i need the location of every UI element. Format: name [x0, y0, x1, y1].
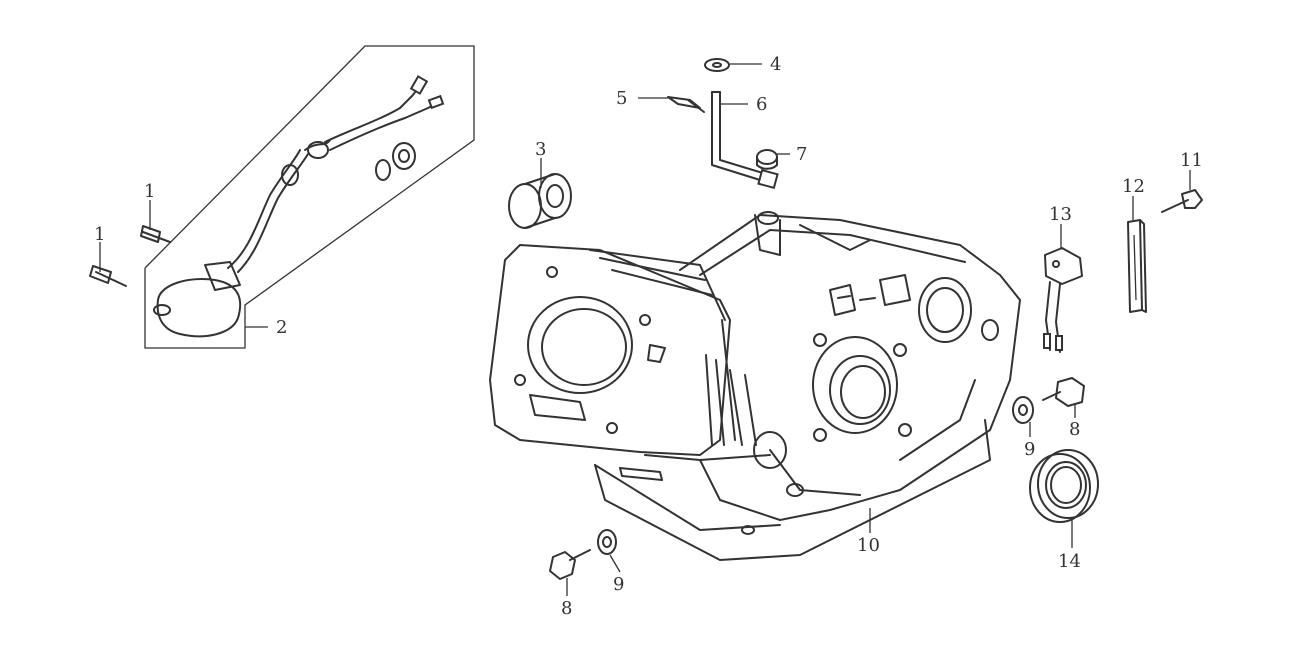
callout-10: 10: [857, 535, 880, 556]
callout-labels: 1 1 2 3 4 5 6 7 8 9 8 9 10 11 12 13 14: [94, 54, 1203, 619]
callout-1b: 1: [94, 224, 105, 245]
callout-14: 14: [1058, 551, 1081, 572]
tube-6: [711, 91, 779, 190]
nut-7: [756, 149, 778, 170]
callout-8b: 8: [1069, 419, 1080, 440]
bolt-11: [1161, 189, 1203, 213]
clip-5: [667, 96, 705, 113]
callout-12: 12: [1122, 176, 1145, 197]
oil-seal-14: [1029, 449, 1099, 523]
bolt-8b: [1042, 377, 1085, 407]
bolt-1b: [89, 265, 127, 287]
washer-4: [704, 58, 730, 72]
crankcase: [489, 211, 1021, 561]
plate-12: [1127, 219, 1147, 313]
bolt-1a: [140, 225, 171, 243]
callout-9a: 9: [613, 574, 624, 595]
callout-3: 3: [535, 139, 546, 160]
washer-9b: [1012, 396, 1034, 424]
callout-8a: 8: [561, 598, 572, 619]
callout-11: 11: [1180, 150, 1203, 171]
ignition-coil-assembly: [144, 45, 475, 349]
callout-5: 5: [616, 88, 627, 109]
callout-4: 4: [770, 54, 781, 75]
callout-7: 7: [796, 144, 807, 165]
callout-6: 6: [756, 94, 767, 115]
oil-sensor-13: [1043, 247, 1083, 353]
washer-9a: [597, 529, 617, 555]
leader-lines: [99, 63, 1191, 596]
callout-9b: 9: [1024, 439, 1035, 460]
callout-13: 13: [1049, 204, 1072, 225]
bolt-8a: [549, 549, 591, 580]
bearing: [508, 173, 572, 229]
callout-2: 2: [276, 317, 287, 338]
callout-1a: 1: [144, 181, 155, 202]
